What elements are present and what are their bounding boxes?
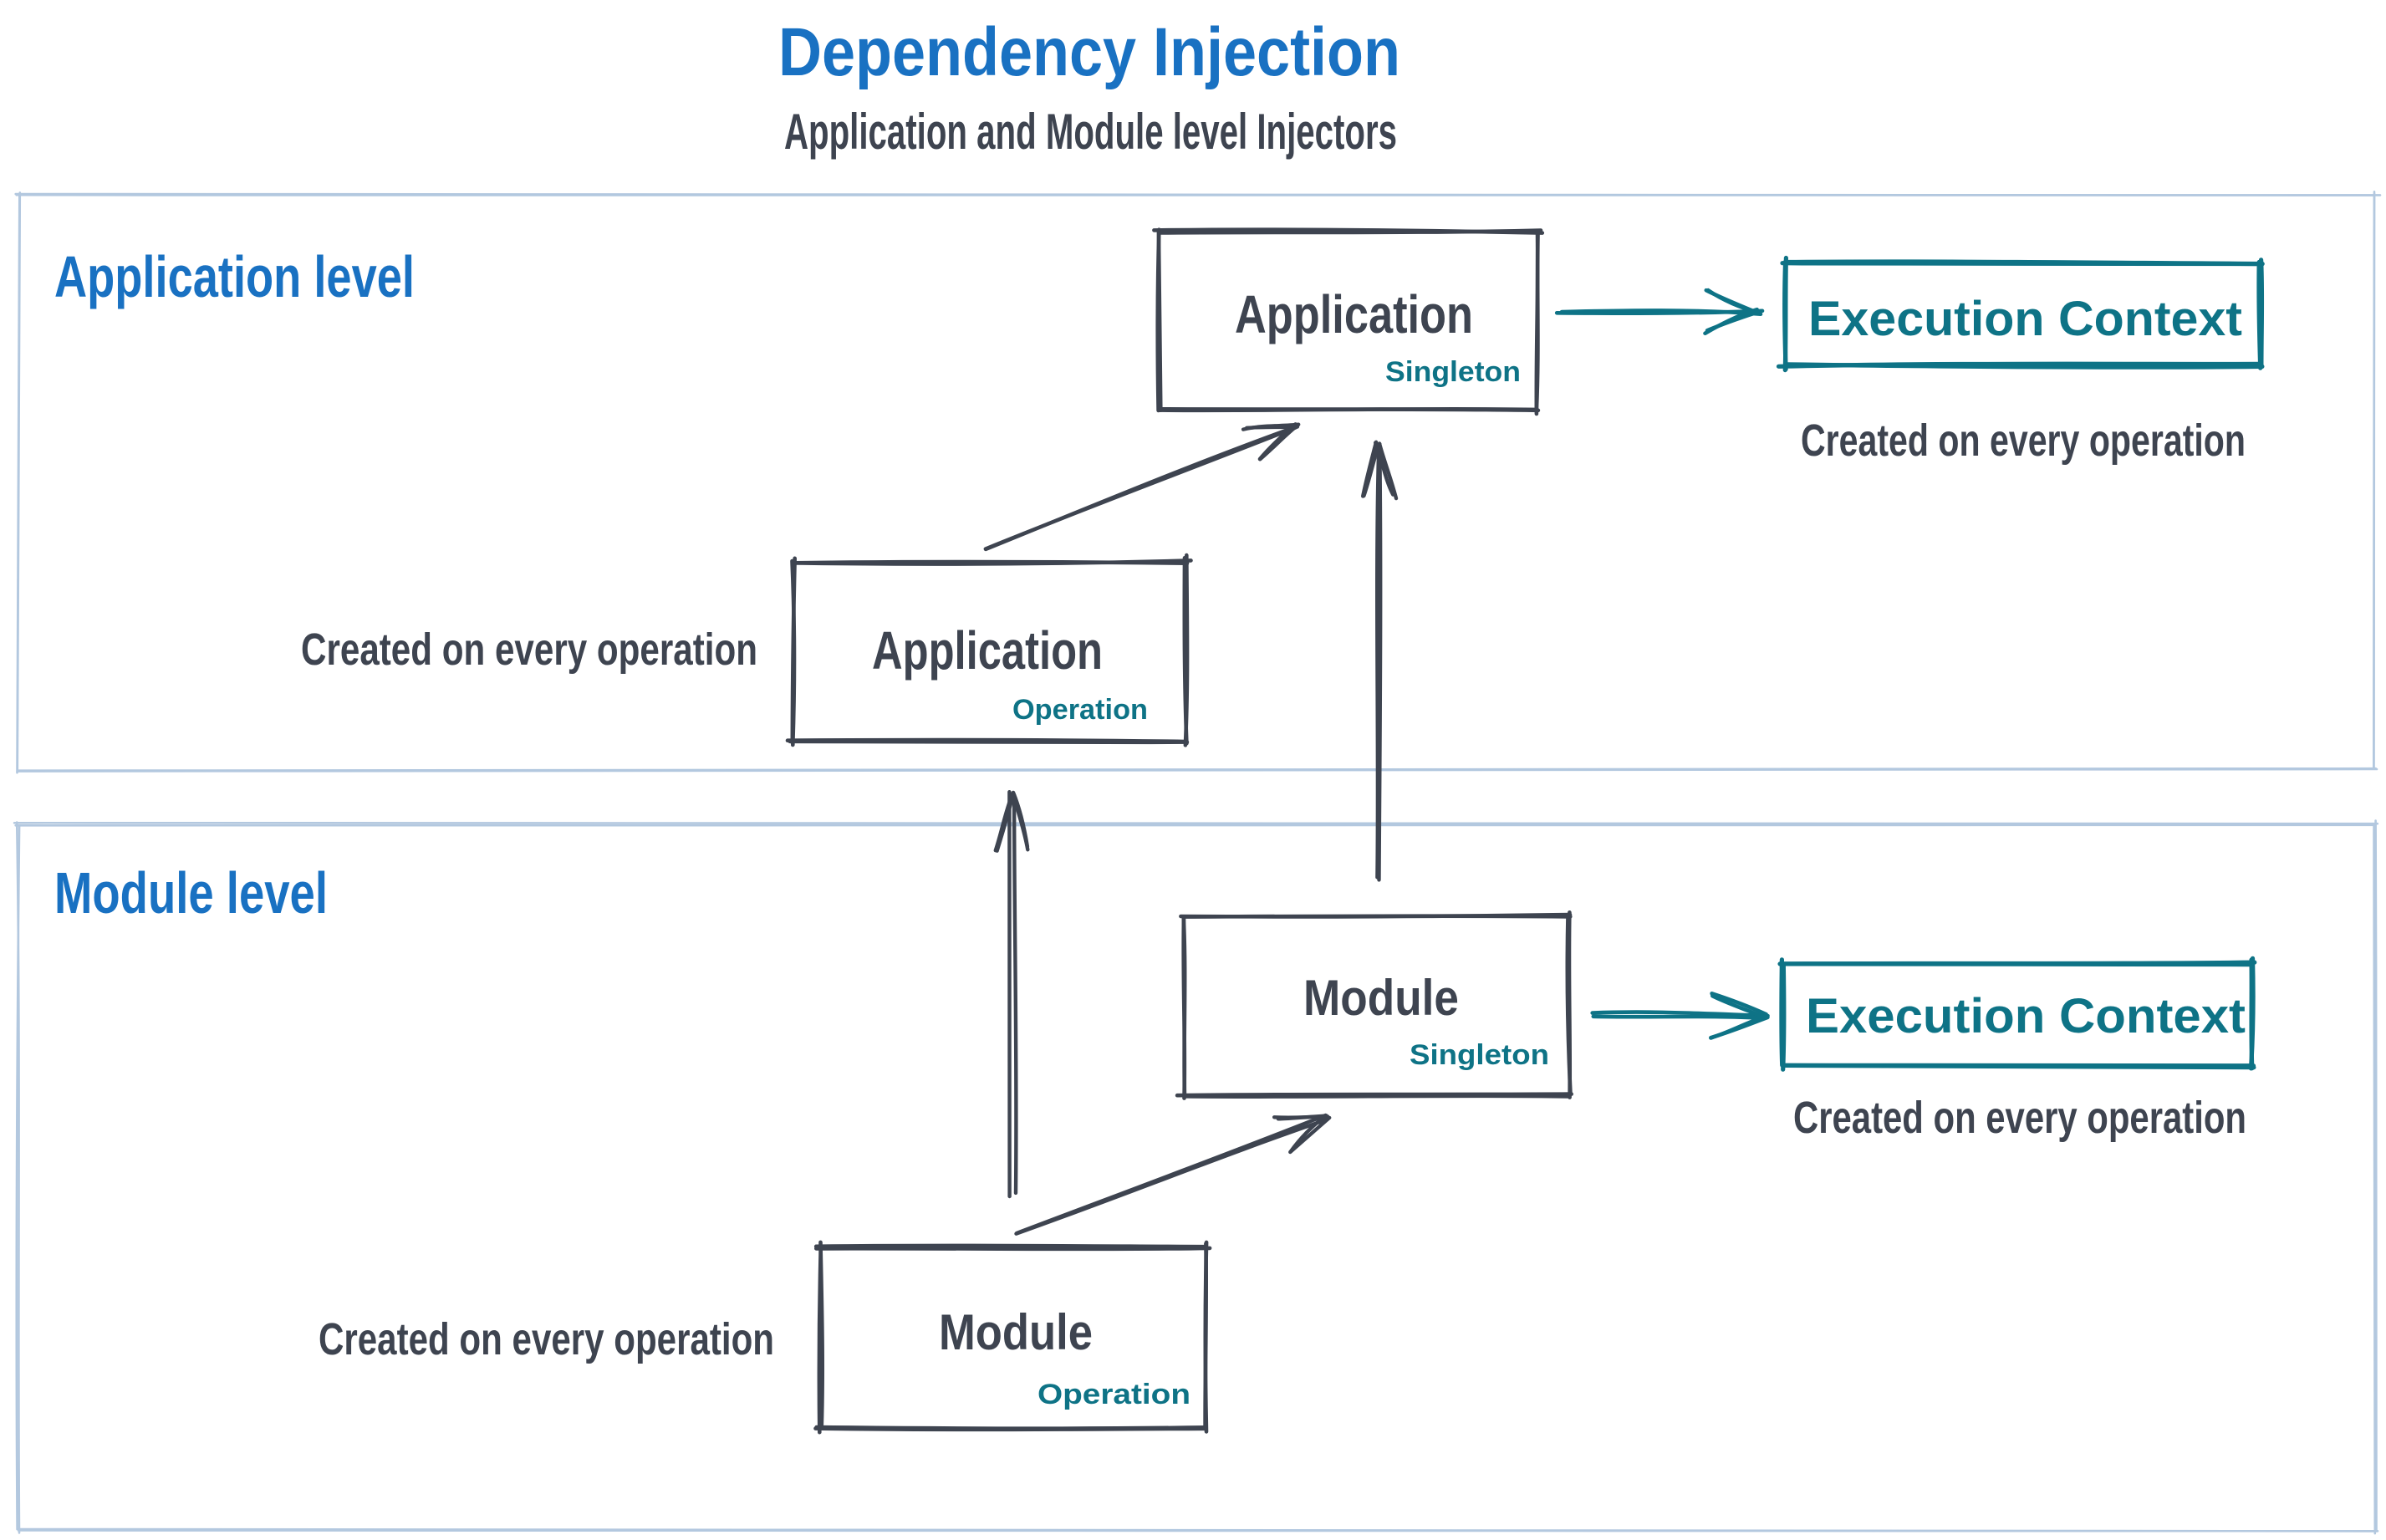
svg-text:Dependency Injection: Dependency Injection bbox=[778, 14, 1400, 90]
svg-text:Created on every operation: Created on every operation bbox=[1801, 416, 2246, 466]
svg-text:Execution Context: Execution Context bbox=[1808, 292, 2242, 346]
svg-text:Module: Module bbox=[1303, 970, 1459, 1026]
svg-text:Singleton: Singleton bbox=[1385, 356, 1521, 388]
svg-text:Created on every operation: Created on every operation bbox=[301, 625, 757, 675]
svg-text:Created on every operation: Created on every operation bbox=[319, 1314, 774, 1364]
svg-text:Operation: Operation bbox=[1012, 694, 1148, 726]
svg-text:Execution Context: Execution Context bbox=[1806, 989, 2246, 1043]
svg-text:Application and Module level I: Application and Module level Injectors bbox=[784, 104, 1397, 160]
svg-text:Module: Module bbox=[939, 1304, 1093, 1360]
svg-text:Singleton: Singleton bbox=[1410, 1039, 1549, 1071]
svg-text:Application level: Application level bbox=[54, 244, 415, 309]
svg-text:Application: Application bbox=[1235, 284, 1473, 344]
svg-text:Application: Application bbox=[872, 620, 1103, 681]
svg-text:Module level: Module level bbox=[54, 860, 328, 926]
svg-text:Operation: Operation bbox=[1038, 1379, 1190, 1410]
svg-text:Created on every operation: Created on every operation bbox=[1793, 1093, 2246, 1143]
